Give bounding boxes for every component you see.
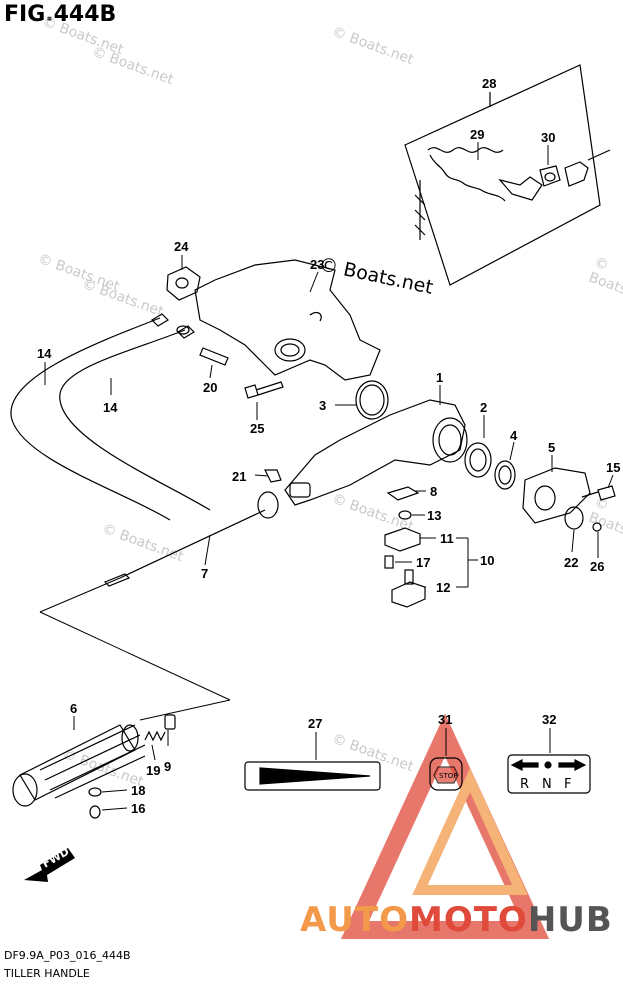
callout-4: 4 bbox=[510, 428, 518, 443]
callout-14a: 14 bbox=[37, 346, 52, 361]
callout-7: 7 bbox=[201, 566, 208, 581]
bracket-8 bbox=[386, 486, 420, 501]
block-11 bbox=[384, 527, 421, 552]
callout-27: 27 bbox=[308, 716, 322, 731]
brand-part-auto: AUTO bbox=[300, 900, 409, 940]
decal-31-stop: STOP bbox=[429, 757, 463, 791]
callout-leaders bbox=[44, 142, 614, 811]
shift-f-label: F bbox=[564, 777, 571, 792]
washer-22 bbox=[564, 506, 584, 530]
callout-17: 17 bbox=[416, 555, 430, 570]
callout-14b: 14 bbox=[103, 400, 118, 415]
callout-20: 20 bbox=[203, 380, 217, 395]
lanyard-cord bbox=[414, 147, 543, 240]
callout-15: 15 bbox=[606, 460, 620, 475]
decal-32-shift: R N F bbox=[507, 754, 591, 794]
callout-3: 3 bbox=[319, 398, 326, 413]
figure-title: FIG.444B bbox=[4, 2, 117, 27]
knob-12 bbox=[391, 569, 426, 608]
stop-switch bbox=[539, 149, 611, 187]
shift-r-label: R bbox=[520, 777, 529, 792]
callout-18: 18 bbox=[131, 783, 145, 798]
figure-code: DF9.9A_P03_016_444B bbox=[4, 949, 131, 962]
throttle-cables bbox=[10, 313, 211, 521]
callout-19: 19 bbox=[146, 763, 160, 778]
stop-label: STOP bbox=[439, 772, 457, 780]
callout-32: 32 bbox=[542, 712, 556, 727]
callout-13: 13 bbox=[427, 508, 441, 523]
screw-26 bbox=[592, 522, 602, 532]
washer-13 bbox=[398, 510, 412, 520]
tab-21 bbox=[264, 469, 282, 483]
callout-6: 6 bbox=[70, 701, 77, 716]
brand-part-hub: HUB bbox=[527, 900, 613, 940]
tiller-arm bbox=[284, 399, 468, 506]
bushing-4 bbox=[494, 460, 516, 490]
callout-10: 10 bbox=[480, 553, 494, 568]
cable-collar bbox=[257, 491, 279, 519]
callout-12: 12 bbox=[436, 580, 450, 595]
callout-5: 5 bbox=[548, 440, 555, 455]
washer-18 bbox=[88, 787, 102, 797]
callout-28: 28 bbox=[482, 76, 496, 91]
callout-25: 25 bbox=[250, 421, 264, 436]
ring-3 bbox=[355, 380, 389, 420]
callout-2: 2 bbox=[480, 400, 487, 415]
callout-31: 31 bbox=[438, 712, 452, 727]
callout-21: 21 bbox=[232, 469, 246, 484]
parts-28-30-box bbox=[404, 64, 601, 286]
callout-29: 29 bbox=[470, 127, 484, 142]
seal-24 bbox=[166, 266, 201, 301]
leader-lines bbox=[39, 577, 231, 721]
decal-27 bbox=[244, 761, 381, 791]
screw-17 bbox=[384, 555, 394, 569]
callout-8: 8 bbox=[430, 484, 437, 499]
fwd-arrow: FWD bbox=[24, 845, 75, 882]
brand-part-moto: MOTO bbox=[408, 900, 528, 940]
callout-24: 24 bbox=[174, 239, 189, 254]
brand-wordmark: AUTOMOTOHUB bbox=[300, 900, 613, 940]
throttle-grip bbox=[12, 724, 146, 807]
pin-20 bbox=[199, 347, 229, 366]
callout-30: 30 bbox=[541, 130, 555, 145]
washer-2 bbox=[464, 442, 492, 478]
plate-5 bbox=[522, 467, 591, 524]
callout-16: 16 bbox=[131, 801, 145, 816]
screw-16 bbox=[89, 805, 101, 819]
bolt-25 bbox=[244, 381, 284, 399]
shift-n-label: N bbox=[542, 777, 552, 792]
cable-7 bbox=[103, 509, 266, 587]
callout-11: 11 bbox=[440, 531, 454, 546]
nut-9 bbox=[164, 714, 176, 730]
section-title: TILLER HANDLE bbox=[4, 967, 90, 980]
callout-22: 22 bbox=[564, 555, 578, 570]
callout-1: 1 bbox=[436, 370, 443, 385]
spring-19 bbox=[144, 730, 166, 742]
callout-23: 23 bbox=[310, 257, 324, 272]
callout-9: 9 bbox=[164, 759, 171, 774]
brand-logo-mark bbox=[340, 713, 550, 939]
callout-labels: 1 2 3 4 5 6 7 8 9 10 11 12 13 14 14 15 1… bbox=[37, 76, 620, 816]
tiller-bracket bbox=[194, 259, 381, 381]
bolt-15 bbox=[581, 485, 616, 501]
callout-26: 26 bbox=[590, 559, 604, 574]
